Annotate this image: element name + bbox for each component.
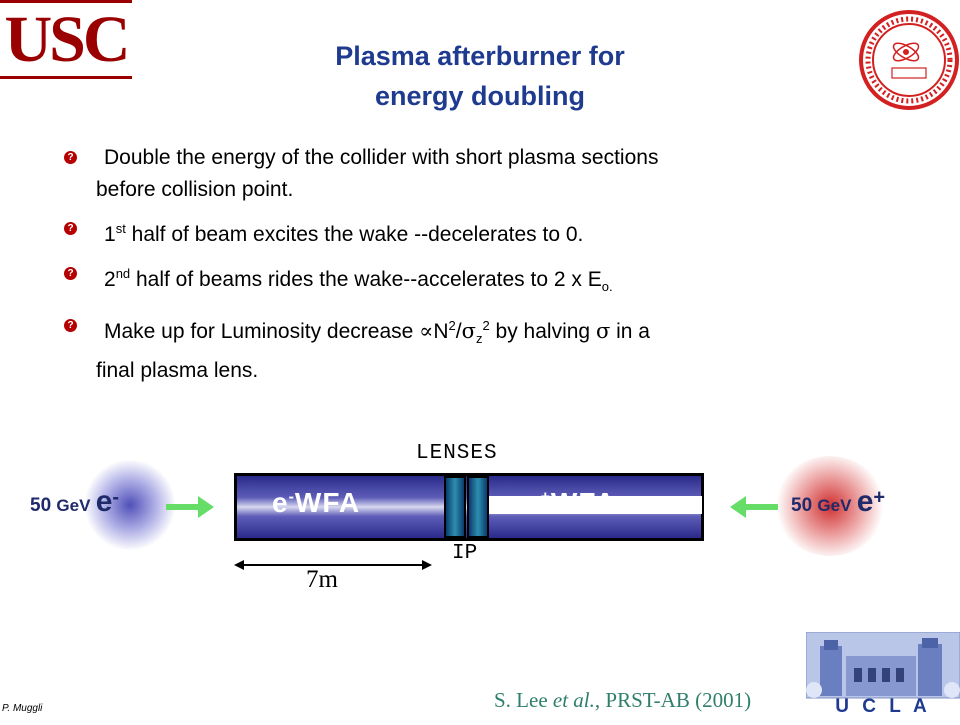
electron-wfa-label: e-WFA xyxy=(272,487,360,519)
citation-etal: et al. xyxy=(552,688,595,712)
sigma-symbol: σ xyxy=(595,319,611,344)
wfa-particle: e xyxy=(272,487,289,518)
bullet-1-line-1: Double the energy of the collider with s… xyxy=(104,146,659,169)
plasma-lens-left xyxy=(444,476,466,538)
ip-label: IP xyxy=(452,542,478,565)
bullet-icon: ? xyxy=(64,151,77,164)
ordinal-suffix: nd xyxy=(115,266,131,281)
positron-beam-energy: 50 GeV e+ xyxy=(791,485,885,519)
logo-rule-bottom xyxy=(0,76,132,79)
citation: S. Lee et al., PRST-AB (2001) xyxy=(494,688,751,713)
proportional-symbol: ∝ xyxy=(419,319,434,344)
ordinal-number: 2 xyxy=(104,268,116,291)
bullet-1-line-2: before collision point. xyxy=(96,178,294,201)
bullet-icon: ? xyxy=(64,267,77,280)
bullet-4-text-a: Make up for Luminosity decrease xyxy=(104,320,420,344)
plasma-lens-right xyxy=(467,476,489,538)
citation-journal: , PRST-AB (2001) xyxy=(594,688,752,712)
ordinal-number: 1 xyxy=(104,223,116,246)
bullet-icon: ? xyxy=(64,222,77,235)
wfa-text: WFA xyxy=(294,487,361,518)
beam-energy-unit: GeV xyxy=(56,496,91,515)
title-line-1: Plasma afterburner for xyxy=(335,41,625,71)
lenses-label: LENSES xyxy=(416,442,498,465)
electron-beam-glow xyxy=(85,460,175,550)
beam-particle: e xyxy=(95,485,113,518)
beam-particle: e xyxy=(856,485,874,518)
n-exponent: 2 xyxy=(448,318,456,334)
sigma-subscript: z xyxy=(475,331,483,347)
beam-charge: + xyxy=(873,486,886,509)
bullet-4-text-c: in a xyxy=(610,320,650,344)
length-label: 7m xyxy=(306,566,338,593)
bullet-4-text-b: by halving xyxy=(489,320,596,344)
tube-highlight-stripe xyxy=(489,496,702,514)
sigma-symbol: σ xyxy=(461,319,476,344)
bullet-2: ? 1st half of beam excites the wake --de… xyxy=(64,213,844,251)
ordinal-suffix: st xyxy=(115,221,126,236)
wfa-particle: e xyxy=(524,487,541,518)
electron-beam-energy: 50 GeV e- xyxy=(30,485,119,519)
n-symbol: N xyxy=(433,320,449,344)
usc-logo-text: USC xyxy=(4,3,130,76)
ucla-building-illustration xyxy=(805,631,960,699)
usc-logo: USC xyxy=(0,0,132,80)
author-label: P. Muggli xyxy=(2,703,43,714)
bullet-4-line-1: Make up for Luminosity decrease ∝N2/σz2 … xyxy=(104,310,844,355)
slide-title: Plasma afterburner for energy doubling xyxy=(230,36,730,116)
bullet-3: ? 2nd half of beams rides the wake--acce… xyxy=(64,258,844,303)
bullet-3-text: half of beams rides the wake--accelerate… xyxy=(130,268,602,291)
positron-direction-arrow xyxy=(730,496,778,518)
wfa-charge: - xyxy=(288,488,295,506)
ucla-logo: U C L A xyxy=(805,631,960,720)
wfa-charge: + xyxy=(540,488,551,506)
sigma-exponent: 2 xyxy=(482,318,490,334)
bullet-4-line-2: final plasma lens. xyxy=(96,359,259,383)
beam-energy-value: 50 xyxy=(30,495,52,516)
bullet-1: ? Double the energy of the collider with… xyxy=(64,142,844,206)
logo-rule-top xyxy=(0,0,132,3)
citation-authors: S. Lee xyxy=(494,688,553,712)
bullet-icon: ? xyxy=(64,319,77,333)
title-line-2: energy doubling xyxy=(374,81,585,111)
slash: / xyxy=(455,320,462,344)
wfa-text: WFA xyxy=(550,487,617,518)
bullet-list: ? Double the energy of the collider with… xyxy=(64,142,844,394)
ucla-logo-text: U C L A xyxy=(835,696,931,717)
beam-charge: - xyxy=(112,486,120,509)
length-dimension-arrow xyxy=(234,560,432,570)
bullet-4: ? Make up for Luminosity decrease ∝N2/σz… xyxy=(64,310,844,387)
slac-seal xyxy=(859,10,959,110)
bullet-2-text: half of beam excites the wake --decelera… xyxy=(125,223,584,246)
beam-energy-unit: GeV xyxy=(817,496,852,515)
positron-beam-glow xyxy=(775,456,885,556)
beam-energy-value: 50 xyxy=(791,495,813,516)
positron-wfa-label: e+WFA xyxy=(524,487,616,519)
energy-subscript: o. xyxy=(601,279,613,295)
electron-direction-arrow xyxy=(166,496,214,518)
